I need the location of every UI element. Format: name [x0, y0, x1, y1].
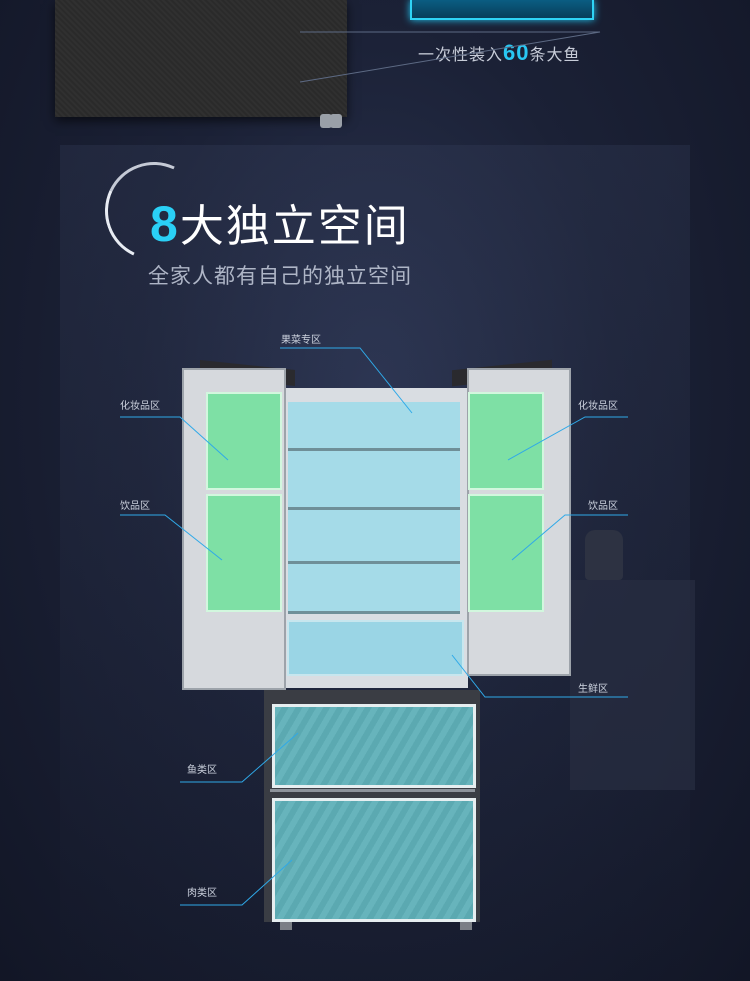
zone-label-fresh: 生鲜区 — [578, 684, 608, 695]
highlight-box — [410, 0, 594, 20]
zone-label-fruit-veg: 果菜专区 — [281, 335, 321, 346]
fridge-shelf — [288, 561, 460, 564]
fridge-shelf — [288, 507, 460, 510]
fish-drawer — [272, 704, 476, 788]
left-drinks-bin — [206, 494, 282, 612]
fridge-foot — [280, 922, 292, 930]
fridge-shelf — [288, 611, 460, 614]
drawer-handle — [270, 789, 475, 792]
product-foot — [320, 114, 332, 128]
fridge-shelf — [288, 448, 460, 451]
zone-label-fish: 鱼类区 — [187, 765, 217, 776]
capacity-caption: 一次性装入60条大鱼 — [418, 40, 581, 66]
zone-label-drinks-right: 饮品区 — [588, 501, 618, 512]
capacity-prefix: 一次性装入 — [418, 47, 504, 64]
left-cosmetics-bin — [206, 392, 282, 490]
background-jar — [585, 530, 623, 580]
zone-label-drinks-left: 饮品区 — [120, 501, 150, 512]
meat-drawer — [272, 798, 476, 922]
section-subtitle: 全家人都有自己的独立空间 — [148, 265, 412, 288]
zone-label-cosmetics-right: 化妆品区 — [578, 401, 618, 412]
fresh-drawer — [287, 620, 464, 676]
title-text: 大独立空间 — [179, 202, 410, 251]
title-number: 8 — [150, 196, 180, 252]
right-cosmetics-bin — [468, 392, 544, 490]
fridge-foot — [460, 922, 472, 930]
right-drinks-bin — [468, 494, 544, 612]
zone-label-cosmetics-left: 化妆品区 — [120, 401, 160, 412]
zone-label-meat: 肉类区 — [187, 888, 217, 899]
capacity-number: 60 — [503, 40, 530, 65]
product-foot — [330, 114, 342, 128]
capacity-suffix: 条大鱼 — [529, 47, 581, 64]
section-title: 8大独立空间 — [150, 190, 410, 254]
previous-product-image — [55, 0, 347, 117]
